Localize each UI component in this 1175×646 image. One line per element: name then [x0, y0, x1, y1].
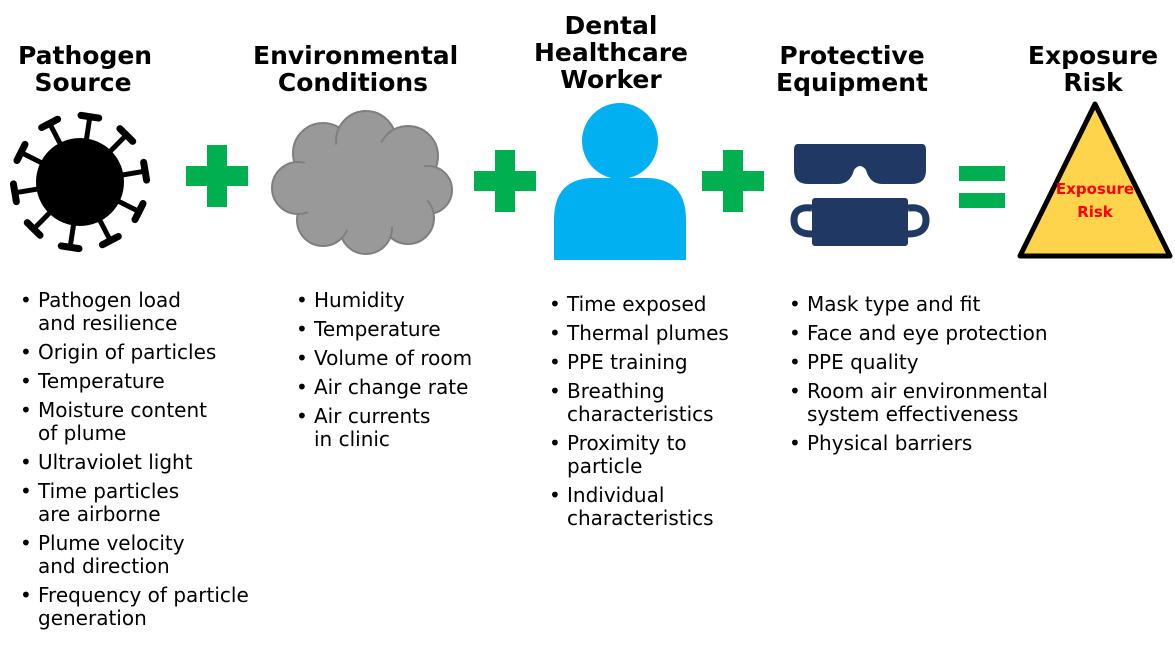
heading-line: Exposure	[1027, 41, 1159, 70]
list-item-text: Moisture content	[38, 398, 208, 422]
list-item-text: Pathogen load	[38, 288, 181, 312]
heading-line: Equipment	[776, 68, 928, 97]
list-item-text: Air change rate	[314, 375, 469, 399]
warning-triangle-icon: Exposure Risk	[1017, 101, 1173, 259]
list-item: Pathogen load and resilience	[20, 289, 249, 335]
list-item: Ultraviolet light	[20, 450, 249, 475]
heading-line: Healthcare	[533, 38, 689, 67]
list-item-text: PPE training	[567, 350, 688, 374]
list-item-text: Frequency of particle	[38, 583, 249, 607]
virus-icon	[9, 111, 151, 253]
triangle-label-line: Exposure	[1056, 180, 1134, 198]
list-item: Physical barriers	[789, 431, 1048, 456]
list-item-text: characteristics	[567, 506, 714, 530]
equals-operator	[959, 166, 1005, 208]
list-item: Humidity	[296, 288, 472, 313]
protective-equipment-factors: Mask type and fit Face and eye protectio…	[789, 293, 1048, 461]
list-item: Time particles are airborne	[20, 480, 249, 526]
heading-line: Conditions	[277, 68, 429, 97]
heading-dental-healthcare-worker: Dental Healthcare Worker	[531, 12, 691, 93]
heading-protective-equipment: Protective Equipment	[772, 42, 932, 96]
heading-exposure-risk: Exposure Risk	[1025, 42, 1161, 96]
list-item-text: Time exposed	[567, 292, 707, 316]
plus-operator	[474, 150, 536, 212]
list-item-text: Thermal plumes	[567, 321, 729, 345]
list-item-text: particle	[567, 454, 643, 478]
list-item-text: PPE quality	[807, 350, 919, 374]
dental-healthcare-worker-factors: Time exposed Thermal plumes PPE training…	[549, 293, 729, 536]
list-item: Thermal plumes	[549, 321, 729, 346]
list-item-text: Ultraviolet light	[38, 450, 193, 474]
list-item-text: Temperature	[38, 369, 165, 393]
list-item-text: Physical barriers	[807, 431, 973, 455]
list-item: Face and eye protection	[789, 321, 1048, 346]
list-item-text: in clinic	[314, 427, 390, 451]
heading-line: Source	[34, 68, 132, 97]
list-item-text: Origin of particles	[38, 340, 217, 364]
list-item-text: Individual	[567, 483, 665, 507]
heading-line: Environmental	[253, 41, 459, 70]
list-item-text: Time particles	[38, 479, 180, 503]
list-item-text: system effectiveness	[807, 402, 1019, 426]
list-item: Temperature	[20, 369, 249, 394]
list-item: PPE training	[549, 350, 729, 375]
heading-environmental-conditions: Environmental Conditions	[253, 41, 459, 97]
list-item: Time exposed	[549, 292, 729, 317]
plus-operator	[702, 150, 764, 212]
heading-line: Worker	[560, 65, 662, 94]
list-item-text: characteristics	[567, 402, 714, 426]
heading-line: Pathogen	[18, 41, 153, 70]
heading-line: Protective	[779, 41, 925, 70]
pathogen-source-factors: Pathogen load and resilience Origin of p…	[20, 289, 249, 636]
list-item-text: are airborne	[38, 502, 161, 526]
triangle-label-line: Risk	[1077, 203, 1114, 221]
list-item-text: Mask type and fit	[807, 292, 981, 316]
list-item-text: of plume	[38, 421, 127, 445]
list-item-text: Air currents	[314, 404, 431, 428]
list-item-text: and direction	[38, 554, 170, 578]
list-item-text: Plume velocity	[38, 531, 185, 555]
person-icon	[554, 103, 686, 260]
list-item: Temperature	[296, 317, 472, 342]
heading-line: Risk	[1063, 68, 1123, 97]
list-item-text: Humidity	[314, 288, 405, 312]
list-item: Mask type and fit	[789, 292, 1048, 317]
heading-pathogen-source: Pathogen Source	[18, 41, 153, 97]
plus-operator	[186, 145, 248, 207]
list-item-text: Proximity to	[567, 431, 687, 455]
list-item-text: generation	[38, 606, 147, 630]
list-item-text: Volume of room	[314, 346, 473, 370]
list-item-text: Temperature	[314, 317, 441, 341]
list-item: Air change rate	[296, 375, 472, 400]
list-item: Volume of room	[296, 346, 473, 371]
list-item: Origin of particles	[20, 340, 249, 365]
list-item-text: and resilience	[38, 311, 178, 335]
heading-line: Dental	[564, 11, 658, 40]
list-item: Air currents in clinic	[296, 405, 472, 451]
list-item-text: Breathing	[567, 379, 665, 403]
list-item-text: Face and eye protection	[807, 321, 1048, 345]
goggles-mask-icon	[790, 144, 930, 246]
cloud-icon	[271, 110, 453, 255]
environmental-conditions-factors: Humidity Temperature Volume of room Air …	[296, 289, 472, 457]
list-item-text: Room air environmental	[807, 379, 1048, 403]
list-item: PPE quality	[789, 350, 1048, 375]
